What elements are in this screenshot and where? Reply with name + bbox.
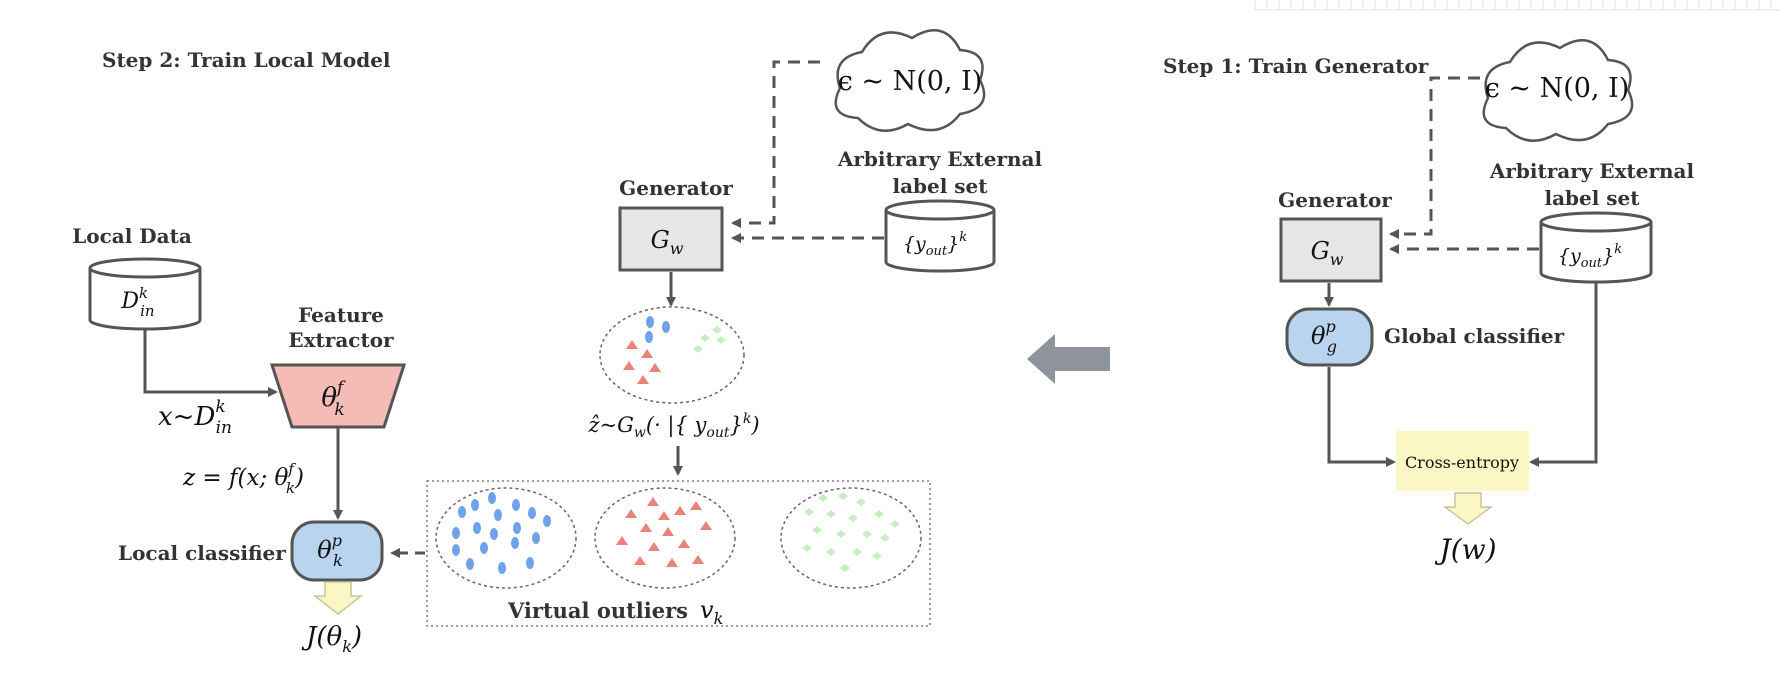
local-classifier-box — [290, 520, 384, 582]
arrow-noise-to-generator-right — [1389, 76, 1480, 239]
loss-down-arrow-right — [1442, 492, 1494, 525]
outlier-cluster-green — [780, 487, 922, 589]
top-right-grid-strip — [1254, 0, 1780, 11]
generator-symbol-right: Gw — [1311, 237, 1344, 269]
generated-samples-green-diamonds — [693, 326, 726, 353]
noise-label-right: ϵ ~ N(0, I) — [1485, 73, 1630, 104]
label-set-symbol-right: {yout}k — [1558, 242, 1622, 271]
generator-title-right: Generator — [1278, 188, 1392, 212]
generator-title-middle: Generator — [619, 176, 733, 200]
arrow-classifier-to-cross-entropy — [1327, 367, 1396, 467]
local-data-cylinder — [88, 257, 202, 331]
feature-extractor-trapezoid — [269, 363, 407, 429]
noise-label-middle: ϵ ~ N(0, I) — [838, 66, 983, 97]
virtual-outliers-symbol: vk — [700, 596, 723, 628]
outlier-cluster-red-triangles — [616, 497, 712, 567]
loss-right: J(w) — [1434, 533, 1496, 566]
cross-entropy-label: Cross-entropy — [1405, 453, 1519, 472]
virtual-outliers-label: Virtual outliers — [507, 598, 688, 623]
label-set-title-line2-right: label set — [1544, 186, 1640, 210]
noise-cloud-middle — [834, 29, 986, 132]
loss-down-arrow-left — [312, 581, 364, 615]
noise-cloud-right — [1482, 39, 1634, 142]
label-set-cylinder-middle — [884, 199, 996, 273]
outlier-cluster-red — [594, 487, 736, 589]
outlier-cluster-blue-dots — [452, 492, 551, 574]
extractor-title-line1: Feature — [298, 303, 384, 327]
arrow-data-to-extractor — [143, 330, 278, 397]
outlier-cluster-green-diamonds — [802, 492, 900, 572]
label-set-title-line2-middle: label set — [892, 174, 988, 198]
local-classifier-label: Local classifier — [118, 541, 286, 565]
sample-equation-middle: ẑ~Gw(· |{ yout}k) — [587, 411, 759, 441]
extractor-title-line2: Extractor — [288, 328, 394, 352]
step-transition-arrow — [1027, 334, 1110, 384]
generator-symbol-middle: Gw — [651, 226, 684, 258]
global-classifier-box — [1285, 307, 1374, 367]
cross-entropy-box — [1396, 431, 1529, 491]
virtual-outliers-box — [426, 480, 931, 627]
step1-title: Step 1: Train Generator — [1163, 54, 1429, 78]
generated-samples-red-triangles — [623, 340, 661, 384]
label-set-title-line1-right: Arbitrary External — [1489, 159, 1695, 183]
generated-samples-ellipse — [599, 306, 745, 404]
label-set-symbol-middle: {yout}k — [903, 230, 967, 259]
step2-title: Step 2: Train Local Model — [102, 48, 391, 72]
label-set-cylinder-right — [1539, 211, 1653, 284]
arrow-labelset-to-cross-entropy — [1529, 283, 1598, 467]
loss-left: J(θk) — [301, 622, 362, 656]
global-classifier-label: Global classifier — [1384, 324, 1565, 348]
generated-samples-blue-dots — [645, 316, 670, 343]
label-set-title-line1-middle: Arbitrary External — [837, 147, 1043, 171]
generator-box-middle — [618, 206, 724, 272]
arrow-noise-to-generator-middle — [731, 60, 820, 228]
local-data-title: Local Data — [72, 224, 192, 248]
generator-box-right — [1279, 217, 1383, 283]
outlier-cluster-blue — [435, 487, 577, 589]
